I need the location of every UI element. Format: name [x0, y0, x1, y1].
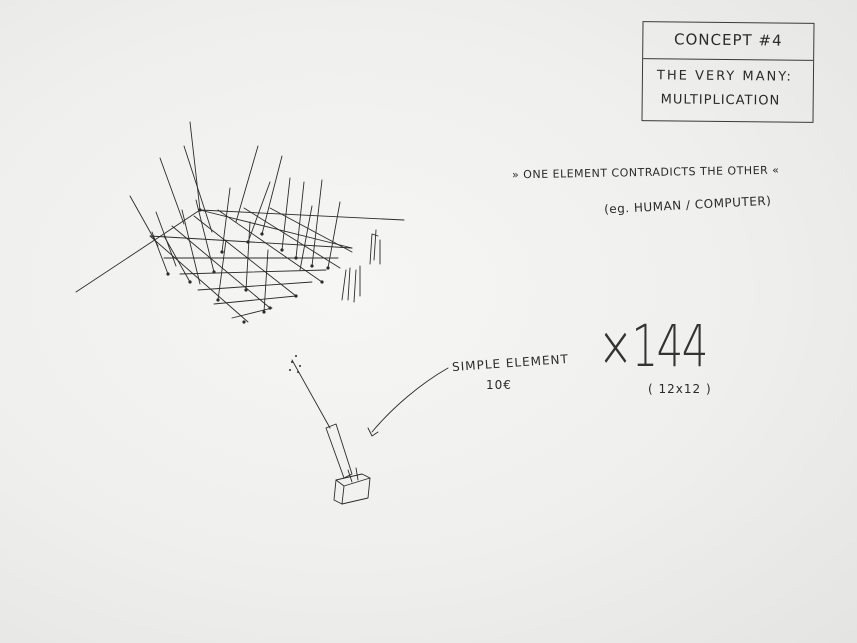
- simple-element-sketch: [289, 355, 371, 505]
- concept-title: CONCEPT #4: [673, 30, 783, 50]
- element-price: 10€: [486, 378, 512, 392]
- grid-size-note: ( 12x12 ): [648, 382, 712, 396]
- pointer-arrow-sketch: [367, 367, 449, 437]
- title-divider: [643, 58, 814, 61]
- title-line-1: THE VERY MANY:: [656, 68, 793, 85]
- title-line-2: MULTIPLICATION: [660, 92, 781, 109]
- grid-installation-sketch: [75, 121, 405, 324]
- title-box: CONCEPT #4 THE VERY MANY: MULTIPLICATION: [641, 21, 815, 123]
- multiplier-value: ×144: [598, 312, 708, 380]
